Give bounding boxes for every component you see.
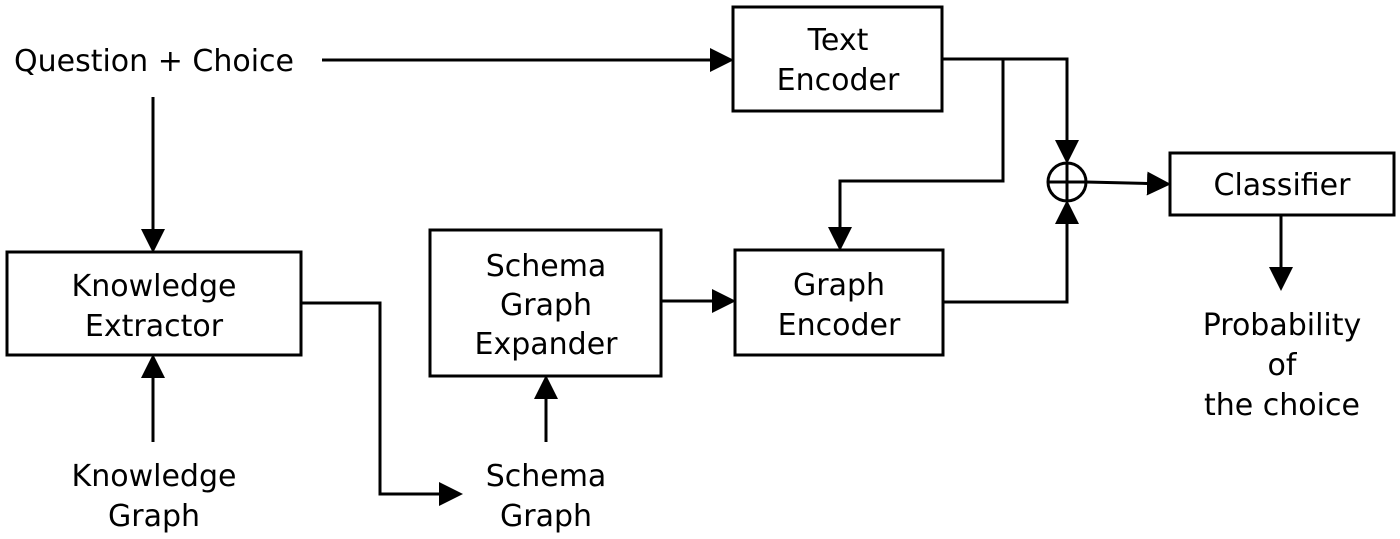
probability-label-line1: Probability — [1203, 308, 1362, 343]
question-choice-label: Question + Choice — [14, 44, 294, 79]
schema-graph-label-line1: Schema — [486, 459, 607, 494]
edge-graph-encoder-to-combine — [943, 200, 1079, 304]
schema-graph-expander-box — [428, 228, 663, 378]
knowledge-extractor-label-line2: Extractor — [85, 309, 224, 344]
schema-graph-expander-label-line3: Expander — [475, 327, 619, 362]
knowledge-extractor-label-line1: Knowledge — [72, 269, 237, 304]
graph-encoder-label-line1: Graph — [793, 268, 885, 303]
edge-text-encoder-to-combine — [942, 57, 1079, 164]
probability-label-line3: the choice — [1204, 388, 1360, 423]
knowledge-graph-label-line1: Knowledge — [72, 459, 237, 494]
classifier-box — [1168, 151, 1396, 217]
schema-graph-expander-label-line2: Graph — [500, 288, 592, 323]
text-encoder-box — [731, 5, 944, 113]
probability-label-line2: of — [1268, 348, 1298, 383]
edge-text-encoder-to-graph-encoder — [828, 59, 1005, 251]
schema-graph-expander-label-line1: Schema — [486, 249, 607, 284]
graph-encoder-box — [733, 248, 945, 357]
edge-extractor-to-schema-graph — [301, 301, 463, 506]
text-encoder-label-line1: Text — [807, 23, 869, 58]
text-encoder-label-line2: Encoder — [777, 63, 900, 98]
schema-graph-label-line2: Graph — [500, 499, 592, 534]
graph-encoder-label-line2: Encoder — [778, 308, 901, 343]
knowledge-graph-label-line2: Graph — [108, 499, 200, 534]
edge-combine-to-classifier — [1085, 171, 1171, 196]
classifier-label: Classifier — [1214, 168, 1352, 203]
